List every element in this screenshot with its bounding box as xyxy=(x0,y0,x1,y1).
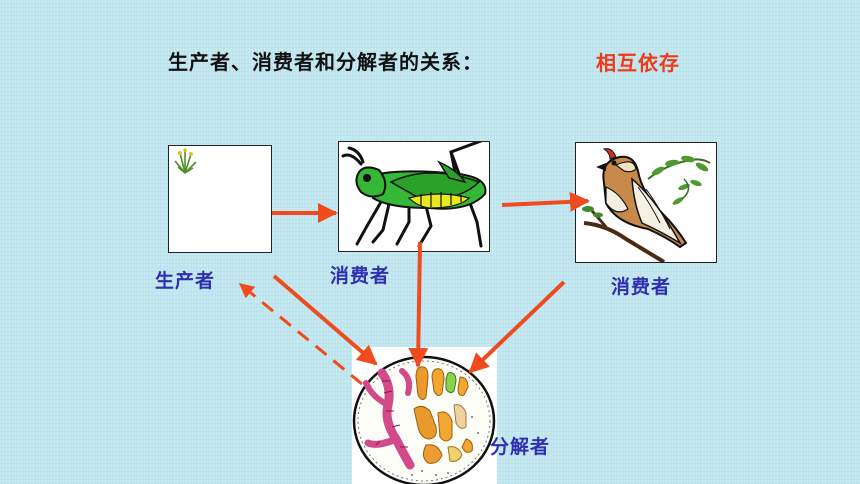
grasshopper-box xyxy=(338,136,491,252)
producer-label: 生产者 xyxy=(155,270,216,292)
consumer-label-1: 消费者 xyxy=(330,265,391,287)
producer-box xyxy=(168,145,272,253)
decomposer-label: 分解者 xyxy=(490,436,551,458)
bird-box xyxy=(575,142,717,264)
grass-icon xyxy=(174,148,197,174)
arrow-producer-to-decomposer xyxy=(272,274,378,366)
grasshopper-icon xyxy=(341,136,491,248)
arrow-grasshopper-to-decomposer xyxy=(408,241,429,368)
arrow-decomposer-to-producer-dashed xyxy=(238,282,363,386)
bird-icon xyxy=(582,148,711,264)
page-title: 生产者、消费者和分解者的关系： xyxy=(168,50,483,74)
arrow-bird-to-decomposer xyxy=(468,280,566,374)
relation-text: 相互依存 xyxy=(596,51,680,75)
consumer-label-2: 消费者 xyxy=(611,276,672,298)
arrow-grasshopper-to-bird xyxy=(501,191,590,212)
